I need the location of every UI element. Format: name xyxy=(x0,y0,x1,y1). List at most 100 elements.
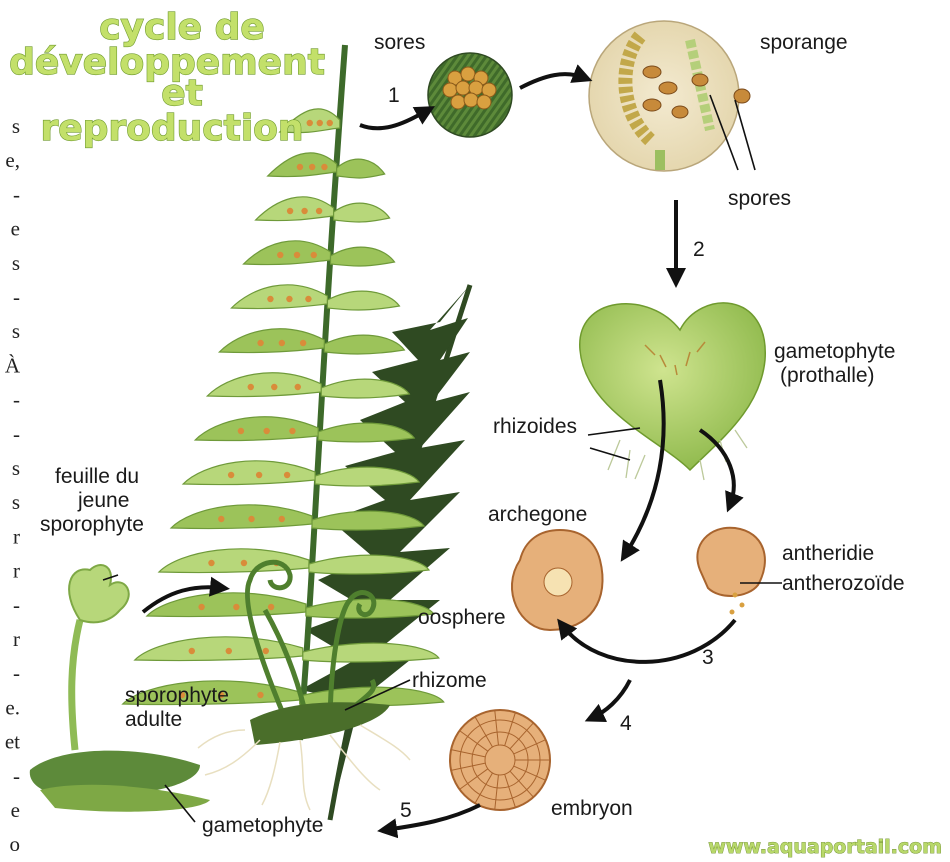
archegone xyxy=(512,530,603,630)
pinna-left xyxy=(244,241,331,265)
sorus-dot xyxy=(277,252,283,258)
sorus-dot xyxy=(257,692,263,698)
sorus-dot xyxy=(233,604,239,610)
sorus-dot xyxy=(301,208,307,214)
antheridie xyxy=(697,528,765,615)
embryon xyxy=(450,710,550,810)
sorus-dot xyxy=(305,296,311,302)
sorus-dot xyxy=(284,472,290,478)
pinna-left xyxy=(231,285,327,309)
label-sores: sores xyxy=(374,31,425,54)
pinna-right xyxy=(331,247,395,266)
edge-text-fragment: - xyxy=(13,593,20,617)
sores-closeup xyxy=(428,53,512,137)
step-1: 1 xyxy=(388,84,400,107)
sorus-dot xyxy=(309,164,315,170)
edge-text-fragment: r xyxy=(13,524,20,548)
gametophyte-small xyxy=(30,751,210,812)
pinna-left xyxy=(171,505,312,529)
edge-text-fragment: - xyxy=(13,388,20,412)
sorus-dot xyxy=(248,384,254,390)
label-gametophyte-prothalle-2: (prothalle) xyxy=(780,364,875,387)
edge-text-fragment: e, xyxy=(5,148,20,172)
sorus-dot xyxy=(297,164,303,170)
pinna-left xyxy=(195,417,318,441)
step-5: 5 xyxy=(400,799,412,822)
edge-text-fragment: s xyxy=(12,251,20,275)
diagram-title: cycle de développement et reproduction xyxy=(9,7,325,149)
sorus-dot xyxy=(307,120,313,126)
edge-text-fragment: - xyxy=(13,422,20,446)
edge-text-fragment: e xyxy=(11,217,20,241)
label-archegone: archegone xyxy=(488,503,587,526)
edge-text-fragment: e. xyxy=(5,695,20,719)
sorus-dot xyxy=(238,428,244,434)
edge-text-fragment: et xyxy=(5,730,20,754)
sorus-dot xyxy=(294,252,300,258)
edge-text-column: se,-es-sÀ--ssrr-r-e.et-eo xyxy=(5,114,21,856)
label-feuille-3: sporophyte xyxy=(40,513,144,536)
edge-text-fragment: r xyxy=(13,627,20,651)
sores-sporangium xyxy=(456,81,470,95)
sorus-dot xyxy=(263,428,269,434)
pinna-left xyxy=(135,637,303,661)
label-antherozoide: antherozoïde xyxy=(782,572,905,595)
sorus-dot xyxy=(286,296,292,302)
edge-text-fragment: À xyxy=(5,353,21,377)
pinna-left xyxy=(183,461,315,485)
label-gametophyte: gametophyte xyxy=(202,814,323,837)
sorus-dot xyxy=(256,472,262,478)
label-embryon: embryon xyxy=(551,797,633,820)
edge-text-fragment: s xyxy=(12,319,20,343)
pinna-left xyxy=(256,197,334,221)
title-line-4: reproduction xyxy=(40,108,303,149)
pinna-right xyxy=(334,203,390,222)
label-sporophyte-adulte-1: sporophyte xyxy=(125,684,229,707)
label-spores: spores xyxy=(728,187,791,210)
sorus-dot xyxy=(279,340,285,346)
sorus-dot xyxy=(241,560,247,566)
sorus-dot xyxy=(228,472,234,478)
label-gametophyte-prothalle-1: gametophyte xyxy=(774,340,895,363)
pinna-left xyxy=(219,329,324,353)
step-2: 2 xyxy=(693,238,705,261)
step-3: 3 xyxy=(702,646,714,669)
sporange-closeup xyxy=(589,21,750,171)
pinna-right xyxy=(337,159,385,178)
edge-text-fragment: s xyxy=(12,456,20,480)
sorus-dot xyxy=(267,296,273,302)
sorus-dot xyxy=(287,208,293,214)
sores-sporangium xyxy=(443,83,457,97)
edge-text-fragment: - xyxy=(13,764,20,788)
sorus-dot xyxy=(279,516,285,522)
young-sporophyte xyxy=(69,565,129,750)
label-feuille-1: feuille du xyxy=(55,465,139,488)
sorus-dot xyxy=(248,516,254,522)
labels: sores sporange spores gametophyte (proth… xyxy=(40,31,905,837)
edge-text-fragment: e xyxy=(11,798,20,822)
edge-text-fragment: - xyxy=(13,182,20,206)
sorus-dot xyxy=(198,604,204,610)
sorus-dot xyxy=(300,340,306,346)
label-antheridie: antheridie xyxy=(782,542,874,565)
sorus-dot xyxy=(189,648,195,654)
sorus-dot xyxy=(321,164,327,170)
step-4: 4 xyxy=(620,712,632,735)
label-sporange: sporange xyxy=(760,31,848,54)
sores-sporangium xyxy=(451,95,465,109)
watermark: www.aquaportail.com xyxy=(708,836,942,858)
edge-text-fragment: s xyxy=(12,114,20,138)
edge-text-fragment: - xyxy=(13,285,20,309)
pinna-left xyxy=(207,373,321,397)
sorus-dot xyxy=(257,340,263,346)
sorus-dot xyxy=(311,252,317,258)
edge-text-fragment: o xyxy=(10,832,21,856)
edge-text-fragment: - xyxy=(13,661,20,685)
sorus-dot xyxy=(317,120,323,126)
pinna-right xyxy=(324,335,404,354)
edge-text-fragment: r xyxy=(13,559,20,583)
sorus-dot xyxy=(226,648,232,654)
sorus-dot xyxy=(316,208,322,214)
label-sporophyte-adulte-2: adulte xyxy=(125,708,182,731)
